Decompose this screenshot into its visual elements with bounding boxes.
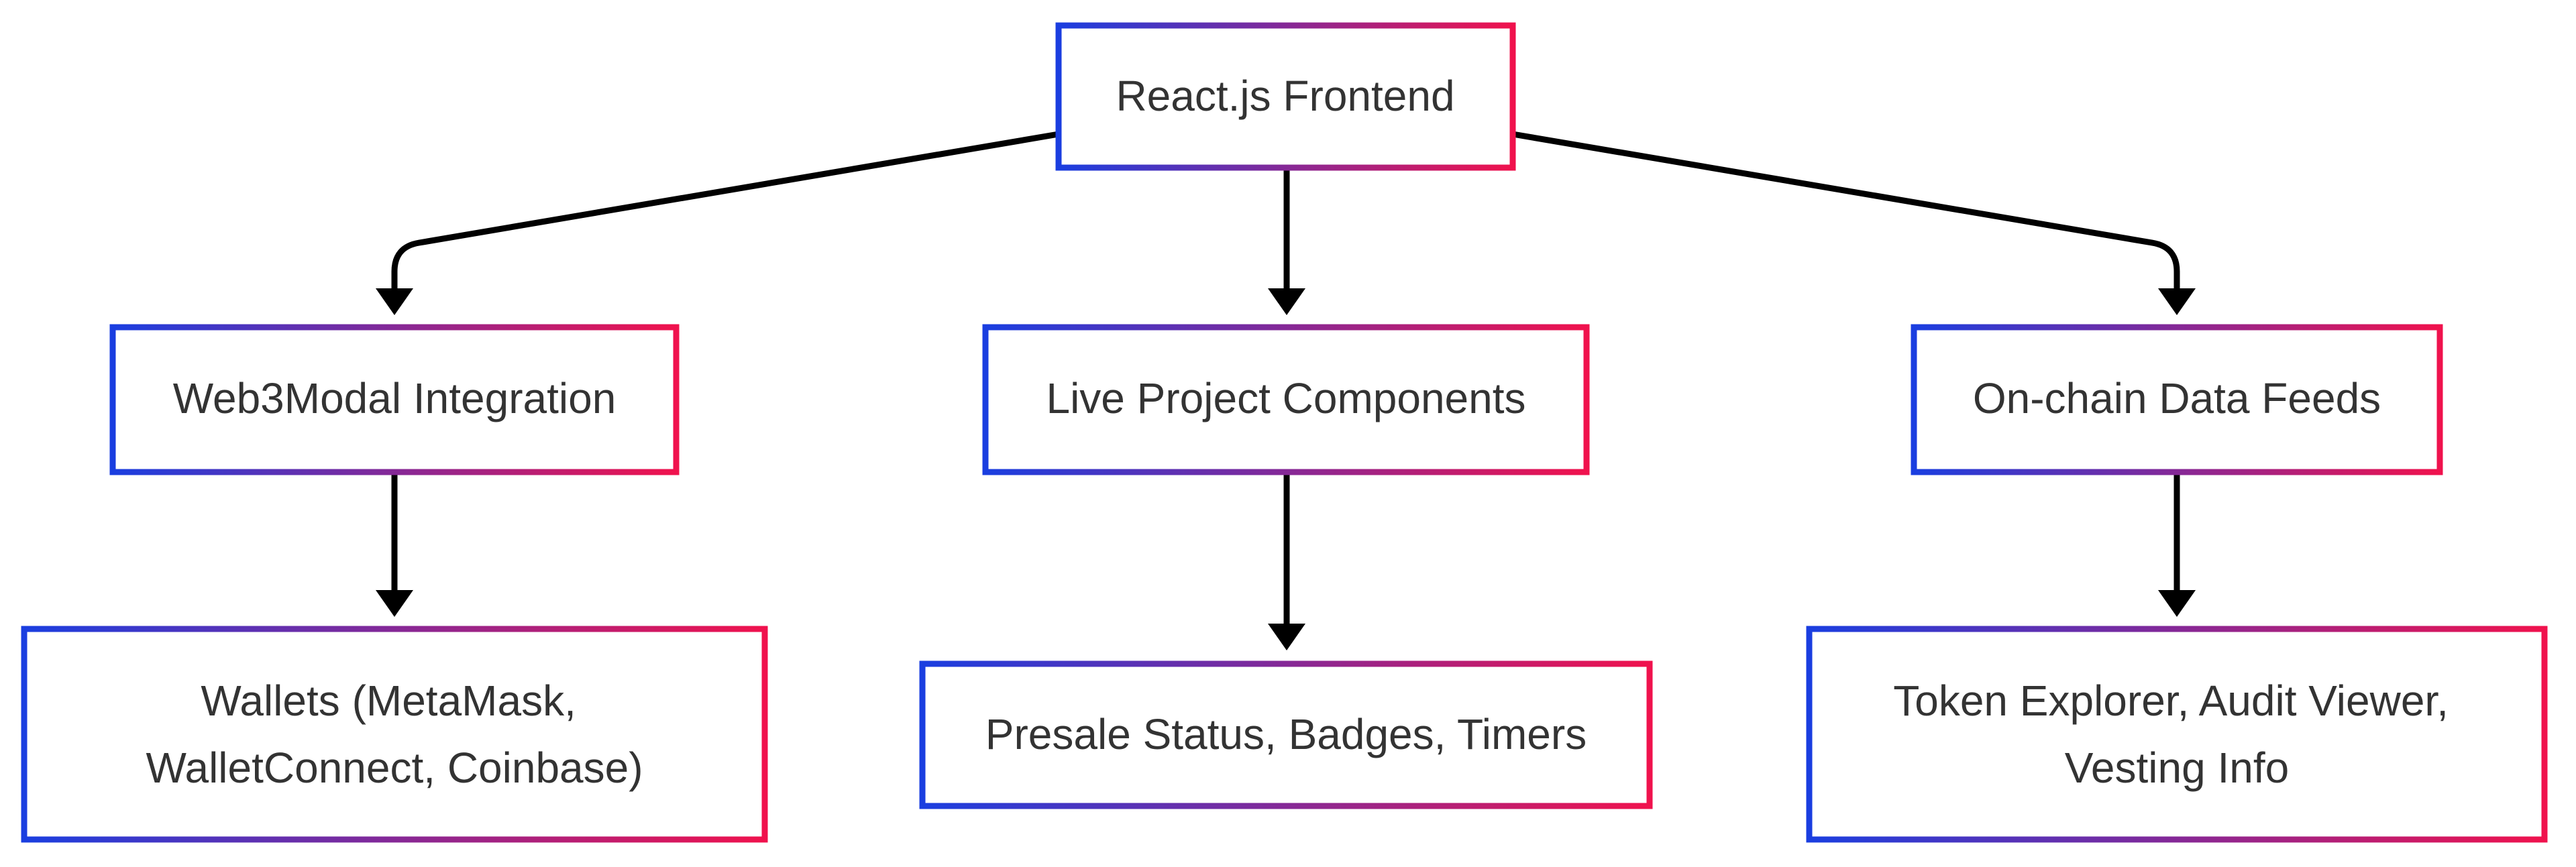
svg-text:On-chain Data Feeds: On-chain Data Feeds <box>1973 374 2381 422</box>
node-presale-status-box <box>919 660 1653 809</box>
node-presale-status-label: Presale Status, Badges, Timers <box>985 710 1587 758</box>
node-react-frontend-box <box>1055 22 1516 171</box>
node-live-project-components-label: Live Project Components <box>1046 374 1525 422</box>
svg-text:Web3Modal Integration: Web3Modal Integration <box>173 374 616 422</box>
edge-frontend-to-web3modal <box>391 131 1059 288</box>
node-token-explorer-box <box>1806 626 2548 843</box>
edge-frontend-to-onchain-feeds-arrowhead <box>2158 288 2196 315</box>
node-web3modal-integration: Web3Modal Integration <box>109 324 680 475</box>
edge-onchain-feeds-to-explorer-arrowhead <box>2158 590 2196 617</box>
node-react-frontend: React.js Frontend <box>1055 22 1516 171</box>
node-wallets-label-line-2: WalletConnect, Coinbase) <box>146 744 643 792</box>
svg-text:React.js Frontend: React.js Frontend <box>1116 72 1454 120</box>
svg-text:Wallets (MetaMask, Walle: Wallets (MetaMask, WalletConnect, Coinba… <box>146 677 643 792</box>
node-web3modal-integration-label: Web3Modal Integration <box>173 374 616 422</box>
node-web3modal-integration-box <box>109 324 680 475</box>
edge-web3modal-to-wallets-arrowhead <box>376 590 413 617</box>
node-token-explorer-label-line-1: Token Explorer, Audit Viewer, <box>1893 677 2449 725</box>
node-react-frontend-label: React.js Frontend <box>1116 72 1454 120</box>
node-onchain-data-feeds: On-chain Data Feeds <box>1911 324 2443 475</box>
node-wallets-label-line-1: Wallets (MetaMask, <box>201 677 576 725</box>
node-onchain-data-feeds-label: On-chain Data Feeds <box>1973 374 2381 422</box>
node-wallets-box <box>21 626 768 843</box>
node-live-project-components: Live Project Components <box>982 324 1590 475</box>
edge-frontend-to-web3modal-arrowhead <box>376 288 413 315</box>
node-onchain-data-feeds-box <box>1911 324 2443 475</box>
edge-frontend-to-live-components-arrowhead <box>1268 288 1305 315</box>
svg-text:Presale Status, Badges, Timers: Presale Status, Badges, Timers <box>985 710 1587 758</box>
node-token-explorer-label-line-2: Vesting Info <box>2065 744 2289 792</box>
node-wallets: Wallets (MetaMask, WalletConnect, Coinba… <box>21 626 768 843</box>
svg-text:Token Explorer, Audit Viewer,: Token Explorer, Audit Viewer, Vesting In… <box>1893 677 2461 792</box>
node-token-explorer: Token Explorer, Audit Viewer, Vesting In… <box>1806 626 2548 843</box>
svg-text:Live Project Components: Live Project Components <box>1046 374 1525 422</box>
edges <box>376 131 2196 650</box>
node-presale-status: Presale Status, Badges, Timers <box>919 660 1653 809</box>
node-live-project-components-box <box>982 324 1590 475</box>
edge-frontend-to-onchain-feeds <box>1512 131 2180 288</box>
edge-live-components-to-presale-arrowhead <box>1268 624 1305 650</box>
